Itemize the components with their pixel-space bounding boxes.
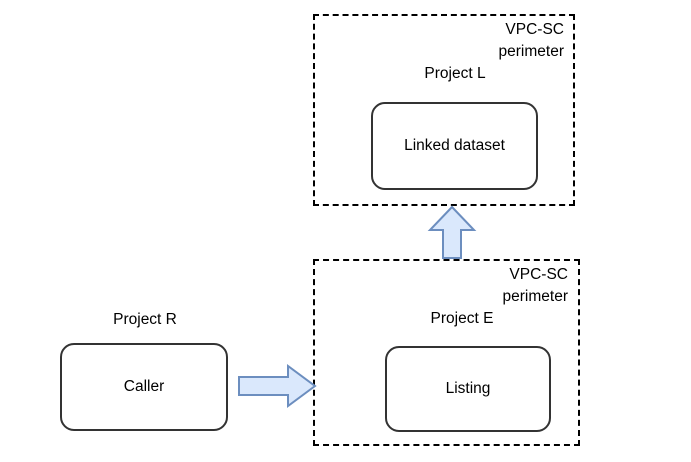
project-e-label: Project E [430,310,494,327]
node-listing-label: Listing [445,379,491,397]
arrow-right-icon [238,364,317,408]
node-caller[interactable]: Caller [60,343,228,431]
vpc-sc-label-bottom-line1: VPC-SC [509,266,568,283]
arrow-listing-to-linked-dataset [427,205,477,259]
arrow-up-icon [427,205,477,259]
node-caller-label: Caller [123,377,165,395]
vpc-sc-perimeter-project-e [313,259,580,446]
vpc-sc-label-bottom-line2: perimeter [502,288,568,305]
node-linked-dataset-label: Linked dataset [404,136,505,154]
arrow-caller-to-listing [237,364,317,408]
vpc-sc-label-top-line2: perimeter [498,43,564,60]
vpc-sc-label-top-line1: VPC-SC [505,21,564,38]
node-linked-dataset[interactable]: Linked dataset [371,102,538,190]
node-listing[interactable]: Listing [385,346,551,432]
project-r-label: Project R [113,311,177,328]
vpc-sc-perimeter-project-l [313,14,575,206]
project-l-label: Project L [424,65,486,82]
